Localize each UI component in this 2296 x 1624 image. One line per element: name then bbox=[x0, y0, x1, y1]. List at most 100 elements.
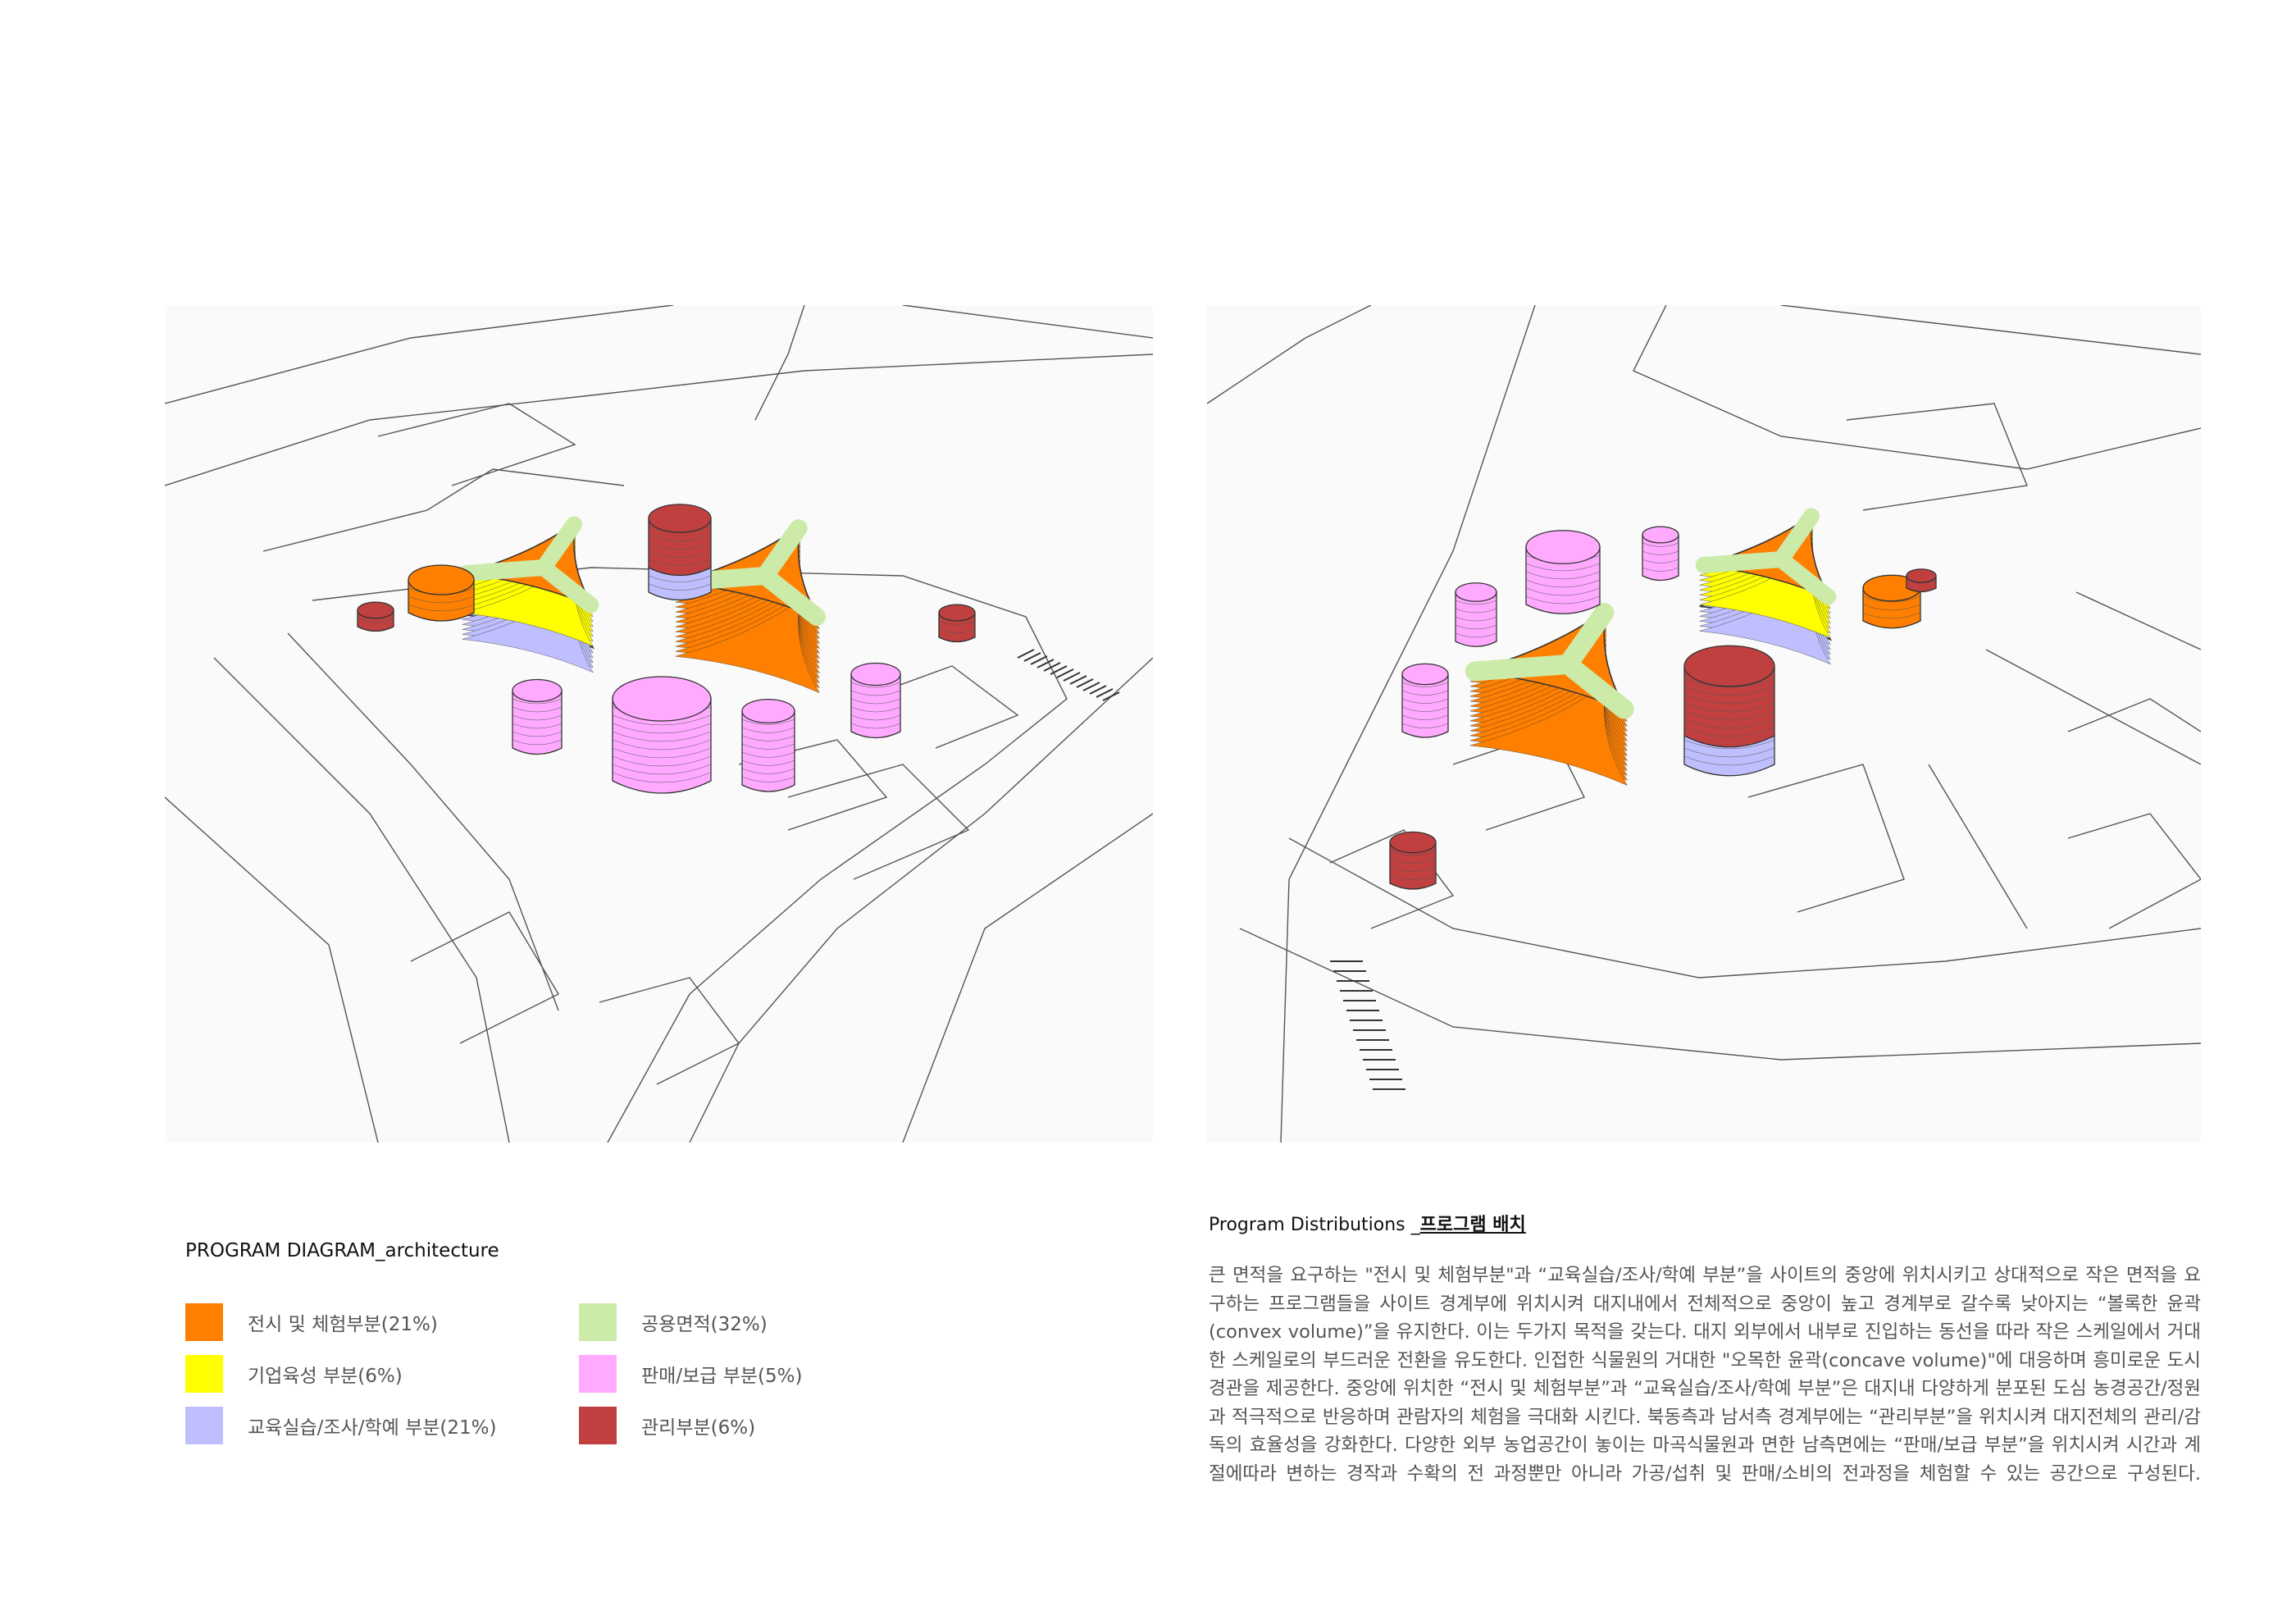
context-line bbox=[1747, 764, 1905, 913]
context-line bbox=[902, 305, 1153, 339]
floor-line bbox=[1525, 579, 1601, 588]
section-paragraph: 큰 면적을 요구하는 "전시 및 체험부분"과 “교육실습/조사/학예 부분”을… bbox=[1209, 1265, 2201, 1485]
crosswalk bbox=[1069, 675, 1087, 685]
floor-line bbox=[648, 534, 712, 541]
context-line bbox=[1280, 305, 1536, 1143]
floor-line bbox=[1389, 874, 1437, 880]
site-axonometric-diagram-left bbox=[165, 305, 1153, 1143]
crosswalk bbox=[1082, 682, 1100, 691]
crosswalk bbox=[1030, 655, 1048, 665]
floor-line bbox=[1401, 706, 1449, 712]
floor-line bbox=[612, 739, 712, 750]
floor-line bbox=[1862, 612, 1921, 619]
context-line bbox=[262, 468, 625, 552]
floor-line bbox=[612, 772, 712, 783]
floor-line bbox=[1683, 677, 1775, 688]
floor-line bbox=[1683, 686, 1775, 696]
building-roof bbox=[1455, 582, 1497, 602]
crosswalk bbox=[1050, 665, 1068, 675]
building-roof bbox=[1389, 831, 1437, 854]
context-line bbox=[754, 305, 805, 421]
floor-line bbox=[1862, 604, 1921, 611]
floor-line bbox=[741, 735, 795, 741]
floor-line bbox=[648, 575, 712, 582]
floor-line bbox=[938, 620, 976, 625]
program-distribution-drawing bbox=[1207, 305, 2201, 1143]
floor-line bbox=[1642, 550, 1679, 555]
legend-label: 전시 및 체험부분(21%) bbox=[248, 1314, 438, 1335]
floor-line bbox=[512, 698, 563, 705]
building-mass bbox=[675, 599, 820, 694]
context-line bbox=[410, 911, 559, 1044]
floor-line bbox=[612, 764, 712, 775]
context-line bbox=[1207, 305, 1372, 404]
floor-line bbox=[741, 743, 795, 750]
floor-line bbox=[1862, 595, 1921, 603]
floor-line bbox=[1455, 608, 1497, 614]
context-line bbox=[1633, 305, 2201, 470]
legend-swatch bbox=[185, 1303, 223, 1341]
legend-swatch bbox=[185, 1355, 223, 1393]
floor-line bbox=[741, 727, 795, 733]
legend-swatch bbox=[579, 1407, 617, 1444]
floor-line bbox=[1455, 624, 1497, 630]
building-roof bbox=[1525, 530, 1601, 564]
context-line bbox=[599, 977, 740, 1085]
context-line bbox=[2067, 813, 2201, 929]
floor-line bbox=[938, 628, 976, 633]
building-roof bbox=[1906, 568, 1937, 583]
common-area-spine bbox=[458, 559, 552, 582]
legend-item-education: 교육실습/조사/학예 부분(21%) bbox=[185, 1407, 496, 1444]
crosswalk bbox=[1102, 691, 1120, 701]
context-line bbox=[287, 632, 559, 1011]
floor-line bbox=[1683, 755, 1775, 766]
floor-line bbox=[1401, 682, 1449, 687]
floor-line bbox=[612, 755, 712, 767]
floor-line bbox=[612, 747, 712, 759]
building-roof bbox=[1683, 645, 1775, 687]
common-area-spine bbox=[1558, 655, 1634, 719]
floor-line bbox=[1525, 587, 1601, 596]
context-line bbox=[1846, 403, 2028, 511]
floor-line bbox=[648, 583, 712, 591]
building-mass bbox=[1469, 683, 1628, 786]
legend-item-sales: 판매/보급 부분(5%) bbox=[579, 1355, 802, 1393]
floor-line bbox=[512, 731, 563, 737]
floor-line bbox=[741, 751, 795, 758]
context-line bbox=[165, 796, 379, 1143]
context-line bbox=[165, 354, 1153, 486]
common-area-spine bbox=[1773, 508, 1820, 568]
context-line bbox=[165, 305, 674, 404]
context-line bbox=[1288, 837, 2201, 979]
context-line bbox=[689, 657, 1153, 1143]
context-line bbox=[2075, 591, 2201, 650]
floor-line bbox=[850, 723, 901, 729]
legend-label: 교육실습/조사/학예 부분(21%) bbox=[248, 1417, 497, 1439]
context-line bbox=[902, 813, 1153, 1143]
context-line bbox=[787, 764, 970, 880]
floor-line bbox=[1683, 694, 1775, 705]
floor-line bbox=[512, 706, 563, 713]
floor-line bbox=[741, 776, 795, 782]
floor-line bbox=[648, 542, 712, 550]
floor-line bbox=[1683, 718, 1775, 729]
crosswalk bbox=[1017, 649, 1035, 659]
building-roof bbox=[850, 662, 901, 687]
crosswalk bbox=[1023, 652, 1041, 662]
floor-line bbox=[408, 604, 475, 612]
floor-line bbox=[850, 706, 901, 713]
floor-line bbox=[612, 723, 712, 734]
building-roof bbox=[1401, 663, 1449, 686]
building-roof bbox=[612, 676, 712, 722]
floor-line bbox=[1683, 710, 1775, 721]
crosswalk bbox=[1043, 662, 1061, 672]
legend-item-common: 공용면적(32%) bbox=[579, 1303, 768, 1341]
floor-line bbox=[850, 698, 901, 705]
floor-line bbox=[648, 550, 712, 558]
floor-line bbox=[1683, 747, 1775, 758]
building-roof bbox=[512, 678, 563, 703]
floor-line bbox=[1642, 567, 1679, 572]
floor-line bbox=[850, 682, 901, 688]
legend-label: 판매/보급 부분(5%) bbox=[641, 1366, 803, 1387]
common-area-spine bbox=[1465, 655, 1578, 682]
